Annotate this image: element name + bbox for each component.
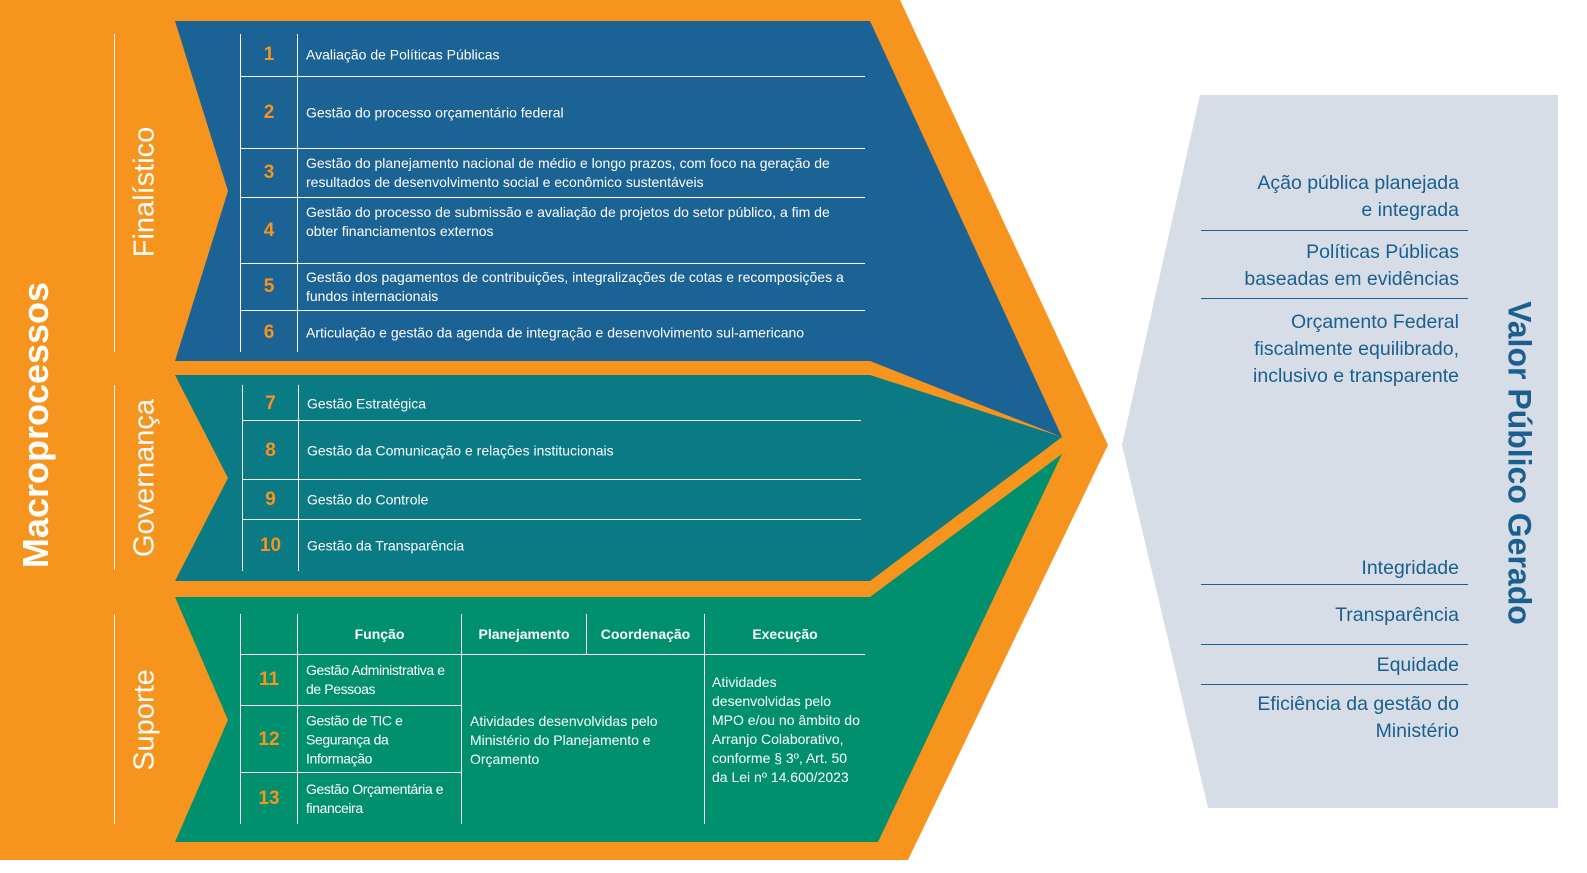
process-number: 1 xyxy=(263,44,275,65)
valor-item: Transparência xyxy=(1335,604,1459,626)
row-divider xyxy=(240,197,865,198)
process-number: 6 xyxy=(263,322,275,343)
group-label-governanca: Governança xyxy=(128,399,161,557)
valor-divider xyxy=(1201,644,1468,645)
table-border xyxy=(461,614,462,824)
row-divider xyxy=(240,263,865,264)
valor-divider xyxy=(1201,230,1468,231)
valor-divider xyxy=(1201,584,1468,585)
process-label: Gestão do processo de submissão e avalia… xyxy=(306,204,830,239)
process-number: 11 xyxy=(258,669,280,690)
column-header-coordenacao: Coordenação xyxy=(600,626,691,642)
process-label: Gestão Orçamentária e financeira xyxy=(306,781,444,816)
process-number: 12 xyxy=(258,729,280,750)
planejamento-coordenacao-cell: Atividades desenvolvidas pelo Ministério… xyxy=(470,713,658,767)
process-number: 9 xyxy=(265,489,276,510)
governanca-band xyxy=(175,375,1062,581)
valor-divider xyxy=(1201,298,1468,299)
column-header-funcao: Função xyxy=(354,626,405,642)
process-number: 5 xyxy=(263,276,275,297)
process-number: 10 xyxy=(259,535,282,556)
suporte-band xyxy=(175,454,1062,842)
column-header-execucao: Execução xyxy=(752,626,818,642)
row-divider xyxy=(240,310,865,311)
valor-item: Eficiência da gestão do Ministério xyxy=(1257,693,1459,742)
group-divider xyxy=(114,385,115,570)
table-border xyxy=(297,614,298,824)
process-number: 7 xyxy=(265,393,276,414)
process-label: Gestão da Comunicação e relações institu… xyxy=(307,442,614,459)
process-label: Gestão de TIC e Segurança da Informação xyxy=(306,712,403,767)
process-number: 3 xyxy=(263,162,275,183)
process-label: Gestão Estratégica xyxy=(307,395,427,412)
row-divider xyxy=(240,148,865,149)
group-divider xyxy=(114,614,115,824)
row-divider xyxy=(242,420,861,421)
table-border xyxy=(240,34,241,352)
valor-item: Orçamento Federal fiscalmente equilibrad… xyxy=(1253,311,1459,387)
process-number: 13 xyxy=(258,788,280,809)
group-divider xyxy=(114,34,115,352)
valor-publico-title: Valor Público Gerado xyxy=(1501,301,1538,625)
process-number: 2 xyxy=(263,102,275,123)
process-label: Gestão do planejamento nacional de médio… xyxy=(306,155,830,190)
valor-publico-panel xyxy=(1122,95,1558,808)
process-number: 4 xyxy=(263,220,275,241)
process-label: Articulação e gestão da agenda de integr… xyxy=(306,324,805,341)
row-divider xyxy=(240,76,865,77)
table-border xyxy=(586,614,587,654)
row-divider xyxy=(242,479,861,480)
row-divider xyxy=(240,705,461,706)
table-border xyxy=(298,385,299,571)
group-label-suporte: Suporte xyxy=(128,669,161,771)
execucao-cell: Atividades desenvolvidas pelo MPO e/ou n… xyxy=(712,674,860,785)
valor-item: Políticas Públicas baseadas em evidência… xyxy=(1244,241,1459,290)
table-border xyxy=(297,34,298,352)
row-divider xyxy=(240,654,865,655)
process-label: Gestão Administrativa e de Pessoas xyxy=(306,662,445,697)
process-label: Gestão dos pagamentos de contribuições, … xyxy=(306,269,844,304)
row-divider xyxy=(242,519,861,520)
valor-item: Equidade xyxy=(1376,654,1459,676)
table-border xyxy=(240,614,241,824)
valor-item: Ação pública planejada e integrada xyxy=(1257,172,1459,221)
process-label: Gestão do processo orçamentário federal xyxy=(306,104,564,121)
process-label: Gestão do Controle xyxy=(307,491,429,508)
group-label-finalistico: Finalístico xyxy=(128,126,161,258)
macroprocessos-label: Macroprocessos xyxy=(15,281,56,569)
table-border xyxy=(242,385,243,571)
row-divider xyxy=(240,772,461,773)
valor-divider xyxy=(1201,684,1468,685)
process-number: 8 xyxy=(265,440,276,461)
finalistico-band xyxy=(175,21,1062,437)
table-border xyxy=(704,614,705,824)
valor-item: Integridade xyxy=(1361,557,1459,579)
process-label: Gestão da Transparência xyxy=(307,537,465,554)
process-label: Avaliação de Políticas Públicas xyxy=(306,46,500,63)
column-header-planejamento: Planejamento xyxy=(478,626,570,642)
